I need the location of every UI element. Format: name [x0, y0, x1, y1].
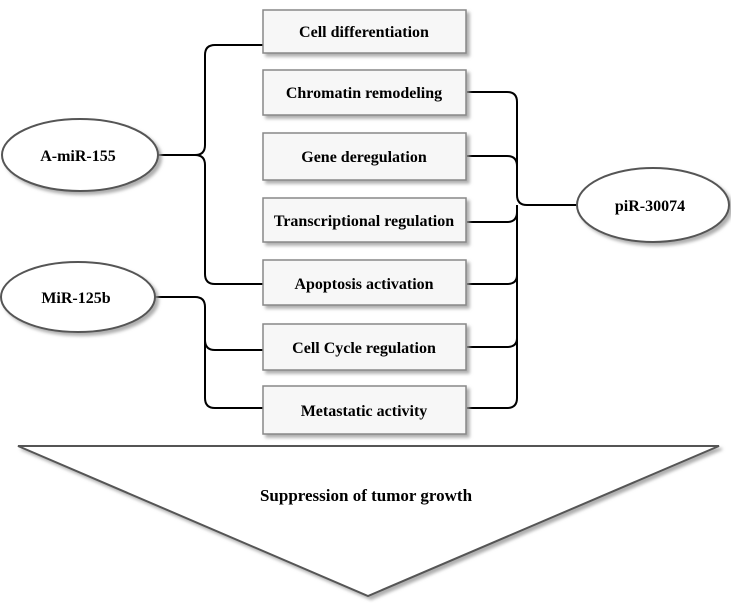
process-label: Cell Cycle regulation: [292, 340, 436, 357]
process-box-cell-differentiation: Cell differentiation: [262, 9, 467, 54]
outcome-arrow: Suppression of tumor growth: [17, 445, 720, 598]
process-box-gene-deregulation: Gene deregulation: [262, 132, 467, 181]
connector-pir-30074: [467, 91, 578, 409]
node-mir-125b: MiR-125b: [0, 261, 156, 333]
node-a-mir-155: A-miR-155: [1, 118, 159, 192]
process-box-apoptosis-activation: Apoptosis activation: [262, 259, 467, 306]
connector-lines: [155, 44, 578, 409]
connector-a-mir-155: [158, 44, 263, 285]
process-label: Apoptosis activation: [294, 276, 433, 293]
process-box-cell-cycle-regulation: Cell Cycle regulation: [262, 323, 467, 371]
connector-mir-125b: [155, 296, 263, 409]
node-pir-30074: piR-30074: [576, 167, 730, 243]
process-label: Metastatic activity: [301, 403, 428, 420]
process-label: Cell differentiation: [299, 24, 429, 41]
outcome-label: Suppression of tumor growth: [260, 486, 473, 505]
process-label: Transcriptional regulation: [274, 213, 454, 230]
node-label: A-miR-155: [40, 148, 116, 165]
process-label: Chromatin remodeling: [286, 85, 442, 102]
process-box-chromatin-remodeling: Chromatin remodeling: [262, 69, 467, 116]
process-label: Gene deregulation: [301, 149, 427, 166]
process-box-transcriptional-regulation: Transcriptional regulation: [262, 197, 467, 243]
node-label: MiR-125b: [41, 290, 110, 307]
process-box-metastatic-activity: Metastatic activity: [262, 385, 467, 435]
node-label: piR-30074: [615, 198, 685, 215]
